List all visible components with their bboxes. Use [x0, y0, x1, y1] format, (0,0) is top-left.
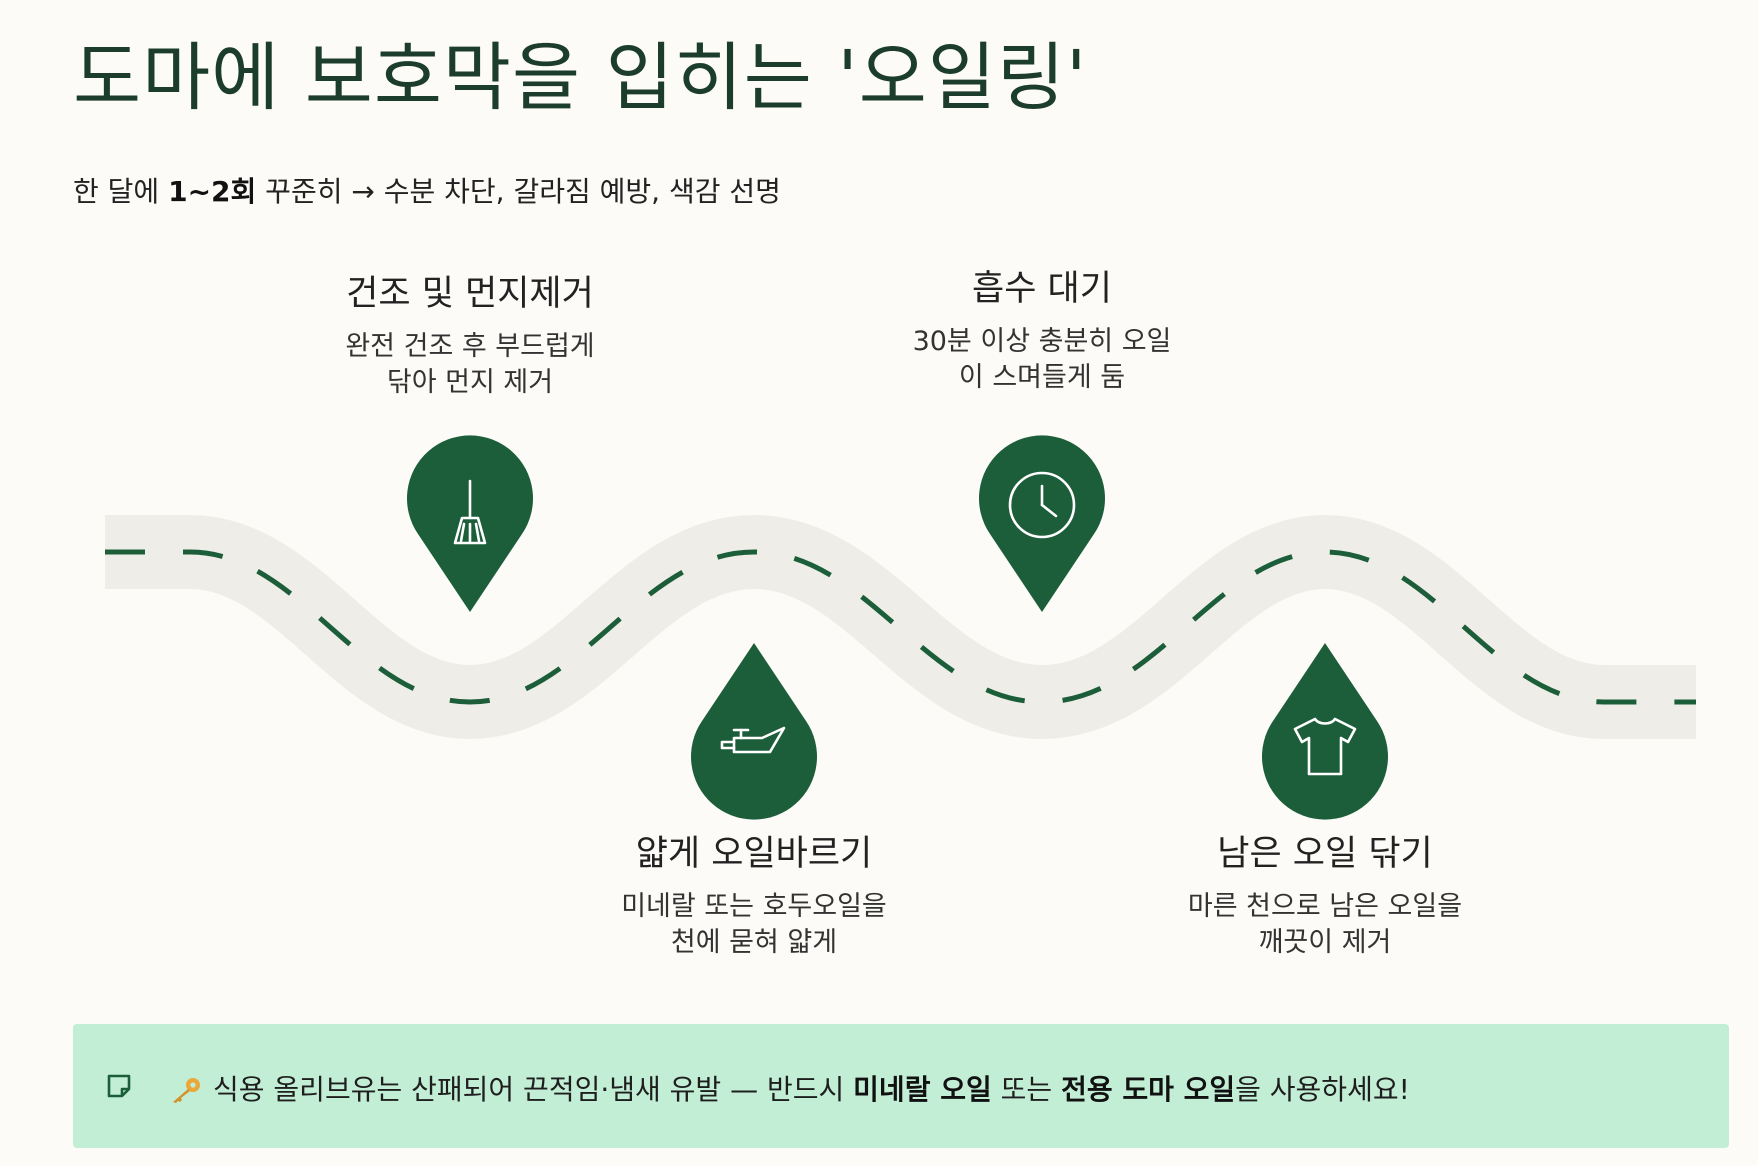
note-part3: 을 사용하세요!: [1235, 1073, 1410, 1106]
step1-desc-line2: 닦아 먼지 제거: [386, 367, 554, 398]
note-icon: [107, 1074, 131, 1098]
subtitle-bold: 1~2회: [168, 175, 257, 208]
note-text: 식용 올리브유는 산패되어 끈적임·냄새 유발 — 반드시 미네랄 오일 또는 …: [169, 1068, 1410, 1108]
step4-desc-line2: 깨끗이 제거: [1258, 927, 1392, 958]
note-part1: 식용 올리브유는 산패되어 끈적임·냄새 유발 — 반드시: [213, 1073, 854, 1106]
subtitle: 한 달에 1~2회 꾸준히 → 수분 차단, 갈라짐 예방, 색감 선명: [73, 170, 781, 210]
oil-can-icon: [720, 726, 786, 754]
step2-pin: [691, 643, 817, 820]
step1-desc-line1: 완전 건조 후 부드럽게: [345, 331, 595, 362]
step1-desc: 완전 건조 후 부드럽게 닦아 먼지 제거: [240, 329, 700, 401]
step1: 건조 및 먼지제거 완전 건조 후 부드럽게 닦아 먼지 제거: [240, 273, 700, 401]
note-bold1: 미네랄 오일: [853, 1073, 992, 1106]
key-icon: [173, 1078, 200, 1103]
step3-title: 흡수 대기: [972, 269, 1112, 309]
step4-pin: [1262, 643, 1388, 820]
step4-desc: 마른 천으로 남은 오일을 깨끗이 제거: [1095, 889, 1555, 961]
step3: 흡수 대기 30분 이상 충분히 오일 이 스며들게 둠: [812, 268, 1272, 396]
step2-title: 얇게 오일바르기: [635, 834, 873, 874]
note-part2: 또는: [991, 1073, 1062, 1106]
step3-pin: [979, 435, 1105, 612]
broom-icon: [453, 479, 487, 545]
note-bold2: 전용 도마 오일: [1061, 1073, 1236, 1106]
step4-title: 남은 오일 닦기: [1217, 834, 1433, 874]
subtitle-post: 꾸준히 → 수분 차단, 갈라짐 예방, 색감 선명: [256, 175, 781, 208]
step4: 남은 오일 닦기 마른 천으로 남은 오일을 깨끗이 제거: [1095, 833, 1555, 961]
step1-title: 건조 및 먼지제거: [346, 274, 594, 314]
step2-desc-line2: 천에 묻혀 얇게: [670, 927, 838, 958]
step2: 얇게 오일바르기 미네랄 또는 호두오일을 천에 묻혀 얇게: [524, 833, 984, 961]
step2-desc: 미네랄 또는 호두오일을 천에 묻혀 얇게: [524, 889, 984, 961]
step3-desc-line2: 이 스며들게 둠: [958, 362, 1126, 393]
subtitle-pre: 한 달에: [73, 175, 169, 208]
step3-desc-line1: 30분 이상 충분히 오일: [912, 326, 1172, 357]
tshirt-icon: [1293, 717, 1357, 776]
road-surface: [105, 514, 1696, 740]
step1-pin: [407, 435, 533, 612]
clock-icon: [1008, 471, 1076, 539]
step4-desc-line1: 마른 천으로 남은 오일을: [1187, 891, 1463, 922]
note-callout: 식용 올리브유는 산패되어 끈적임·냄새 유발 — 반드시 미네랄 오일 또는 …: [73, 1024, 1729, 1148]
step3-desc: 30분 이상 충분히 오일 이 스며들게 둠: [812, 324, 1272, 396]
page-title: 도마에 보호막을 입히는 '오일링': [73, 35, 1088, 121]
step2-desc-line1: 미네랄 또는 호두오일을: [621, 891, 887, 922]
